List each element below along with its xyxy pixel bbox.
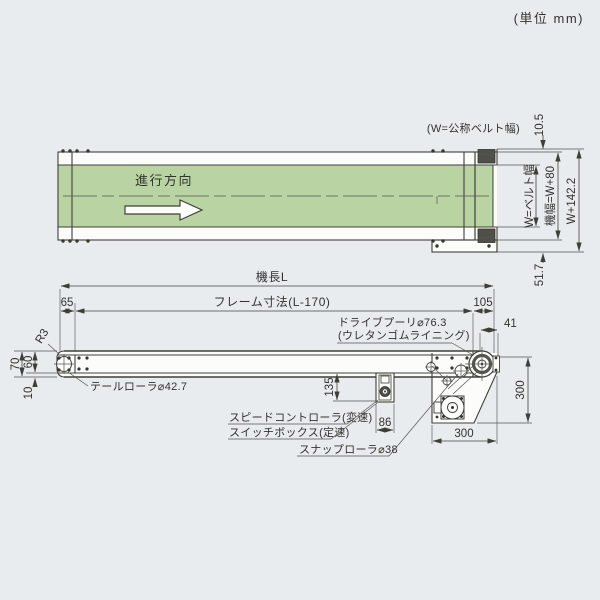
dim-overall-width: W+142.2	[566, 178, 578, 224]
label-drive-pulley-lining: (ウレタンゴムライニング)	[338, 328, 470, 342]
belt-width-note: (W=公称ベルト幅)	[427, 121, 520, 135]
plan-bolts	[61, 149, 491, 248]
label-snap-roller: スナップローラ⌀38	[299, 443, 398, 456]
side-drive-plate-outline	[431, 353, 498, 424]
controller-dial	[380, 375, 390, 384]
tail-roller	[54, 354, 89, 374]
drive-pulley	[465, 347, 500, 381]
dim-belt-width: W=ベルト幅	[523, 164, 536, 228]
dim-machine-width: 機幅=W+80	[543, 166, 557, 226]
unit-note: (単位 mm)	[514, 11, 584, 26]
label-tail-roller: テールローラ⌀42.7	[90, 381, 187, 393]
dim-drive-width: 300	[454, 428, 473, 440]
plan-drive-baseplate	[432, 240, 497, 252]
control-box	[375, 372, 395, 403]
plan-bearing-block-bottom	[477, 228, 496, 243]
label-drive-pulley: ドライブプーリ⌀76.3	[338, 315, 447, 329]
dim-lip-height: 10	[23, 387, 35, 400]
dim-tail-offset: 65	[61, 297, 74, 309]
dim-controller-drop: 135	[324, 377, 336, 396]
side-dimensions: 機長L フレーム寸法(L-170) 65 105 41 R3 70 60 10 …	[10, 269, 532, 444]
dim-machine-length: 機長L	[256, 269, 288, 284]
plan-dimensions: (W=公称ベルト幅) 10.5 W=ベルト幅 機幅=W+80 W+142.2 5…	[427, 114, 584, 286]
direction-arrow-icon	[124, 199, 204, 221]
dim-frame-length: フレーム寸法(L-170)	[214, 295, 331, 309]
dim-total-height: 70	[10, 358, 22, 371]
return-roller	[425, 361, 437, 373]
drive-plate-bolts	[435, 356, 469, 419]
direction-label: 進行方向	[135, 173, 193, 188]
dim-drive-height: 300	[515, 380, 527, 399]
component-labels: ドライブプーリ⌀76.3 (ウレタンゴムライニング) テールローラ⌀42.7 ス…	[67, 315, 474, 457]
label-speed-controller: スピードコントローラ(変速)	[229, 410, 373, 424]
plan-bearing-block-top	[477, 149, 496, 164]
side-view	[54, 347, 500, 424]
dim-frame-height: 60	[23, 356, 35, 369]
dim-top-offset: 10.5	[534, 114, 546, 136]
dim-bottom-offset: 51.7	[534, 264, 546, 286]
plan-view: 進行方向	[57, 149, 498, 253]
dim-drive-offset: 105	[473, 297, 492, 309]
dim-box-width: 86	[379, 417, 392, 429]
motor	[433, 395, 465, 420]
label-switch-box: スイッチボックス(定速)	[229, 425, 350, 439]
side-frame-body	[57, 351, 480, 377]
dim-pulley-offset: 41	[504, 318, 517, 330]
